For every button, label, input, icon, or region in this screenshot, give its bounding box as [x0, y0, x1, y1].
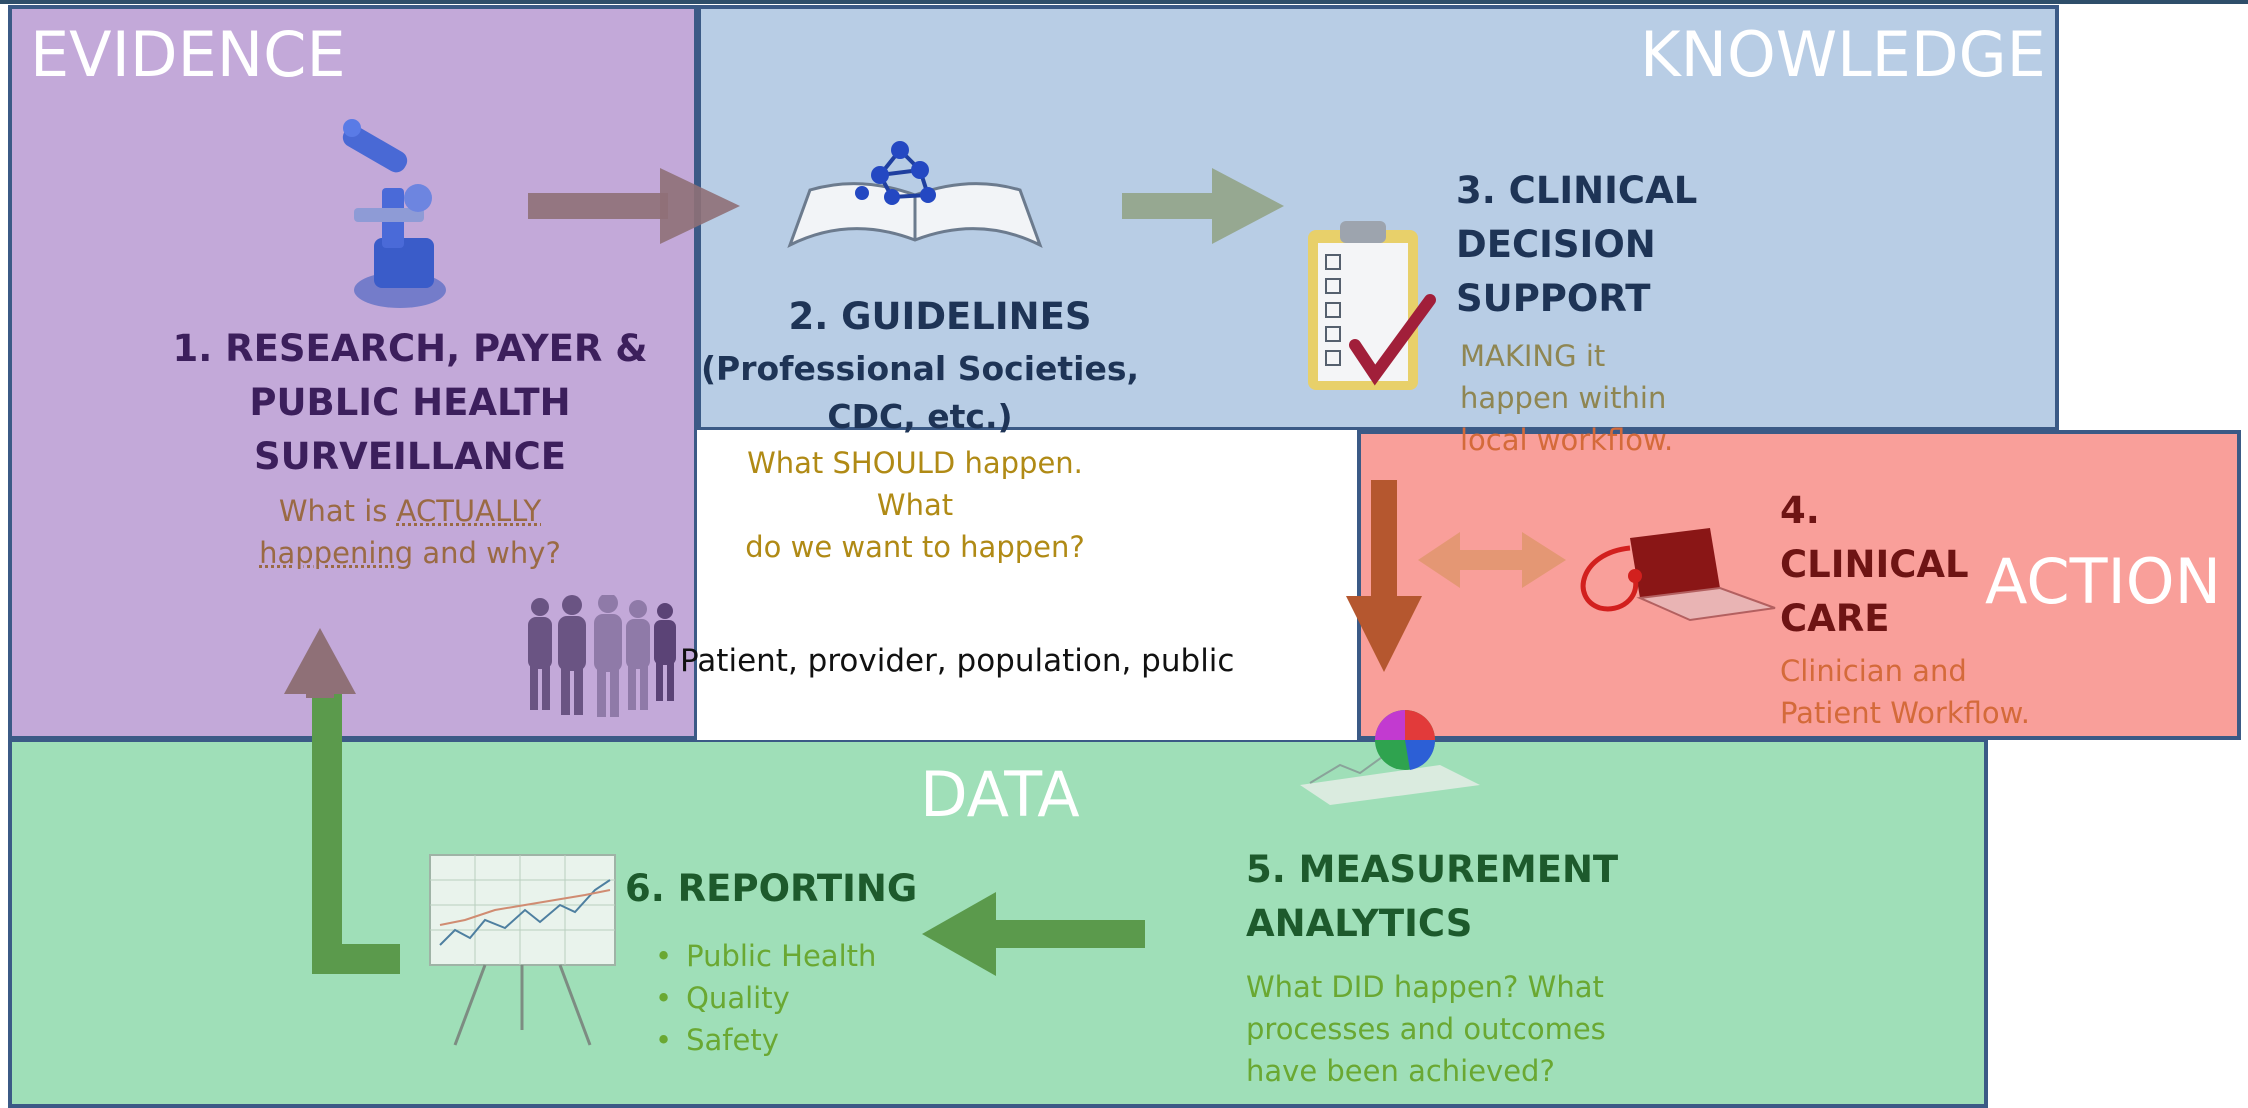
people-silhouettes-icon — [528, 595, 676, 717]
arrow-measurement-to-reporting — [922, 892, 1145, 976]
top-border-line — [0, 0, 2248, 4]
care-subtitle: Clinician and Patient Workflow. — [1780, 654, 2030, 730]
arrow-reporting-to-research — [284, 628, 400, 974]
double-arrow-care — [1418, 532, 1566, 588]
people-caption: Patient, provider, population, public — [680, 643, 1235, 679]
data-title: DATA — [920, 758, 1080, 831]
reporting-heading: 6. REPORTING — [625, 867, 918, 910]
cds-subtitle: MAKING it happen within local workflow. — [1460, 339, 1674, 457]
clipboard-check-icon — [1308, 221, 1436, 390]
action-panel — [1357, 430, 2241, 740]
evidence-title: EVIDENCE — [30, 18, 346, 91]
bullet-safety: Safety — [655, 1019, 876, 1061]
measurement-subtitle: What DID happen? What processes and outc… — [1246, 970, 1606, 1088]
book-molecule-icon — [787, 141, 1043, 249]
guidelines-subtitle: (Professional Societies, CDC, etc.) — [700, 349, 1140, 436]
measurement-heading: 5. MEASUREMENT ANALYTICS — [1246, 848, 1619, 945]
care-heading: 4. CLINICAL CARE — [1780, 489, 1969, 640]
bullet-public-health: Public Health — [655, 935, 876, 977]
action-title: ACTION — [1985, 545, 2221, 618]
research-subtitle: What is ACTUALLY happening and why? — [259, 494, 561, 570]
laptop-stethoscope-icon — [1580, 528, 1776, 622]
arrow-guidelines-to-cds — [1122, 168, 1284, 244]
cds-heading: 3. CLINICAL DECISION SUPPORT — [1456, 169, 1698, 320]
guidelines-note: What SHOULD happen. What do we want to h… — [745, 446, 1085, 564]
knowledge-title: KNOWLEDGE — [1640, 18, 2046, 91]
arrow-research-to-guidelines — [528, 168, 740, 244]
guidelines-heading: 2. GUIDELINES — [788, 295, 1092, 338]
presentation-chart-icon — [429, 854, 616, 1046]
pie-chart-icon — [1300, 710, 1480, 805]
arrow-cds-to-care — [1346, 480, 1422, 672]
research-heading: 1. RESEARCH, PAYER & PUBLIC HEALTH SURVE… — [172, 327, 648, 478]
bullet-quality: Quality — [655, 977, 876, 1019]
center-white-area — [697, 430, 1359, 740]
reporting-bullets: Public Health Quality Safety — [655, 935, 876, 1061]
microscope-icon — [342, 119, 446, 308]
